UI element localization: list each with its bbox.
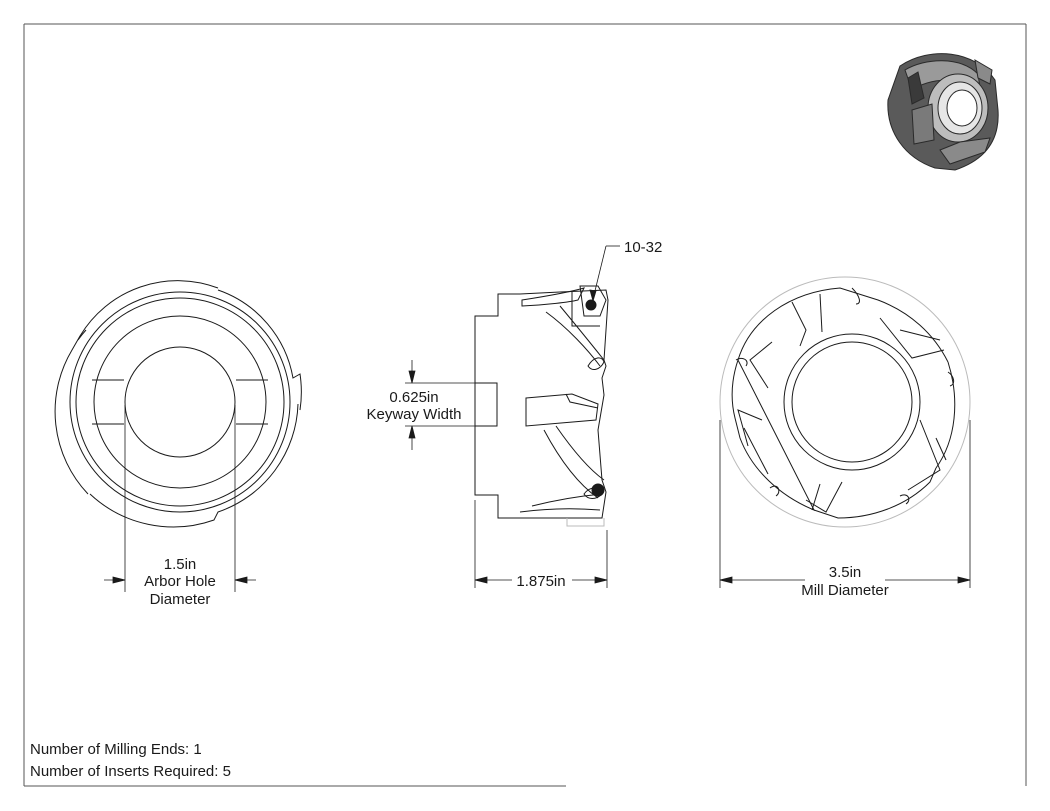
side-view [474,285,609,527]
front-view [719,276,971,528]
isometric-render [887,53,999,171]
notes-block: Number of Milling Ends: 1 Number of Inse… [30,739,231,783]
thread-leader [589,245,620,303]
mill-label: Mill Diameter [801,582,889,599]
length-value: 1.875in [516,573,566,590]
arbor-dimension [104,405,256,592]
length-dimension [474,500,608,588]
keyway-label: Keyway Width [366,406,462,423]
back-view [54,280,302,528]
mill-value: 3.5in [828,564,862,581]
arbor-label-line1: Arbor Hole [144,573,216,590]
arbor-label-line2: Diameter [149,591,211,608]
mill-dimension [719,420,971,588]
thread-callout: 10-32 [624,239,663,256]
inserts-required-note: Number of Inserts Required: 5 [30,763,231,780]
milling-ends-note: Number of Milling Ends: 1 [30,741,202,758]
keyway-value: 0.625in [389,389,439,406]
sheet-border [23,23,1027,787]
keyway-dimension [405,360,475,450]
arbor-value: 1.5in [163,556,197,573]
